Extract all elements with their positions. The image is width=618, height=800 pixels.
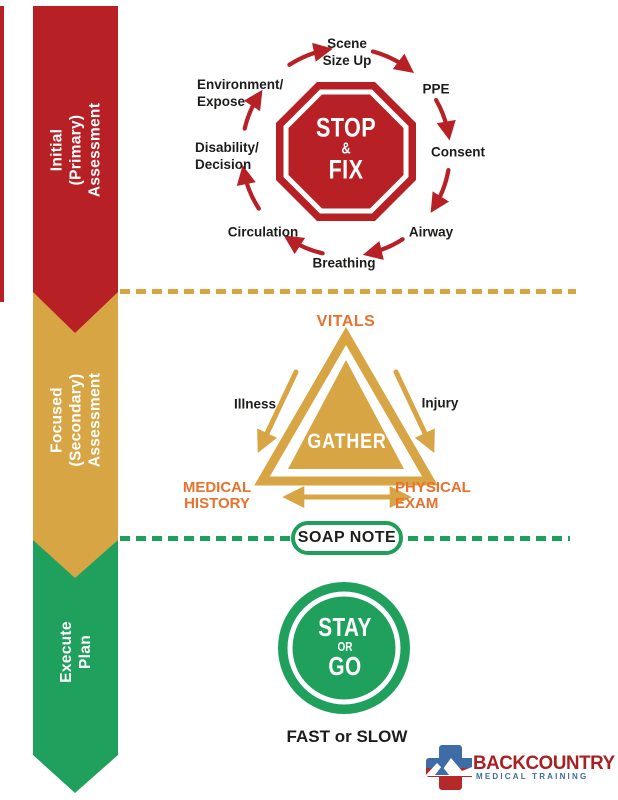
band-label-focused: Focused (Secondary) Assessment [48,373,105,467]
cycle-step-breathing: Breathing [312,255,376,271]
ribbon-bands [0,6,118,793]
injury-label: Injury [421,395,459,411]
soap-note-text: SOAP NOTE [297,529,397,546]
band-initial-line2: (Primary) [67,114,85,186]
cycle-step-environment-expose: Environment/ Expose [197,76,283,110]
physical-exam-label: PHYSICAL EXAM [395,480,471,512]
cycle-step-circulation: Circulation [227,224,299,240]
fix-line: FIX [328,154,364,185]
edge-bleed-strip [0,6,4,302]
brand-cross-icon [426,745,472,790]
medical-line: MEDICAL [182,479,252,496]
brand-tagline: MEDICAL TRAINING [476,772,589,781]
scene-line2: Size Up [322,53,372,68]
scene-line1: Scene [327,36,367,51]
fast-or-slow-caption: FAST or SLOW [286,727,408,746]
cycle-step-disability-decision: Disability/ Decision [195,139,259,173]
initial-band-shape [33,6,118,333]
cycle-step-ppe: PPE [422,81,450,97]
environment-line1: Environment/ [197,77,284,92]
exam-line: EXAM [395,495,439,512]
band-initial-line3: Assessment [86,102,104,198]
vitals-label: VITALS [316,313,376,330]
band-initial-line1: Initial [48,128,66,172]
disability-line1: Disability/ [195,140,259,155]
amp-line: & [341,140,351,158]
environment-line2: Expose [197,94,246,109]
band-focused-line2: (Secondary) [67,373,85,467]
execute-band-shape [33,540,118,793]
physical-line: PHYSICAL [395,479,471,496]
gold-dashed-separator [120,289,576,294]
band-focused-line1: Focused [48,387,66,453]
history-line: HISTORY [184,495,250,512]
assessment-cycle-arrows [236,42,456,260]
gather-label: GATHER [307,430,387,453]
stop-fix-text: STOP & FIX [315,112,377,185]
band-focused-line3: Assessment [86,372,104,468]
stop-octagon [276,82,416,221]
triangle-flow-arrows [257,369,435,509]
disability-line2: Decision [195,157,252,172]
gather-triangle [254,327,438,486]
cycle-step-scene-size-up: Scene Size Up [323,35,372,69]
band-label-initial: Initial (Primary) Assessment [48,103,105,197]
stay-go-circle [278,582,410,714]
band-execute-line2: Plan [77,635,94,669]
stay-go-text: STAY OR GO [318,612,372,681]
stay-line: STAY [318,612,372,642]
focused-band-shape [33,292,118,578]
soap-note-pill: SOAP NOTE [291,521,403,555]
illness-label: Illness [233,396,277,412]
cycle-step-consent: Consent [431,144,485,160]
go-line: GO [328,651,362,681]
brand-name: BACKCOUNTRY [473,752,615,774]
band-execute-line1: Execute [58,621,75,683]
stop-line: STOP [315,112,377,143]
cycle-step-airway: Airway [408,224,454,240]
medical-history-label: MEDICAL HISTORY [183,480,251,512]
or-line: OR [337,640,353,654]
band-label-execute: Execute Plan [57,621,95,683]
